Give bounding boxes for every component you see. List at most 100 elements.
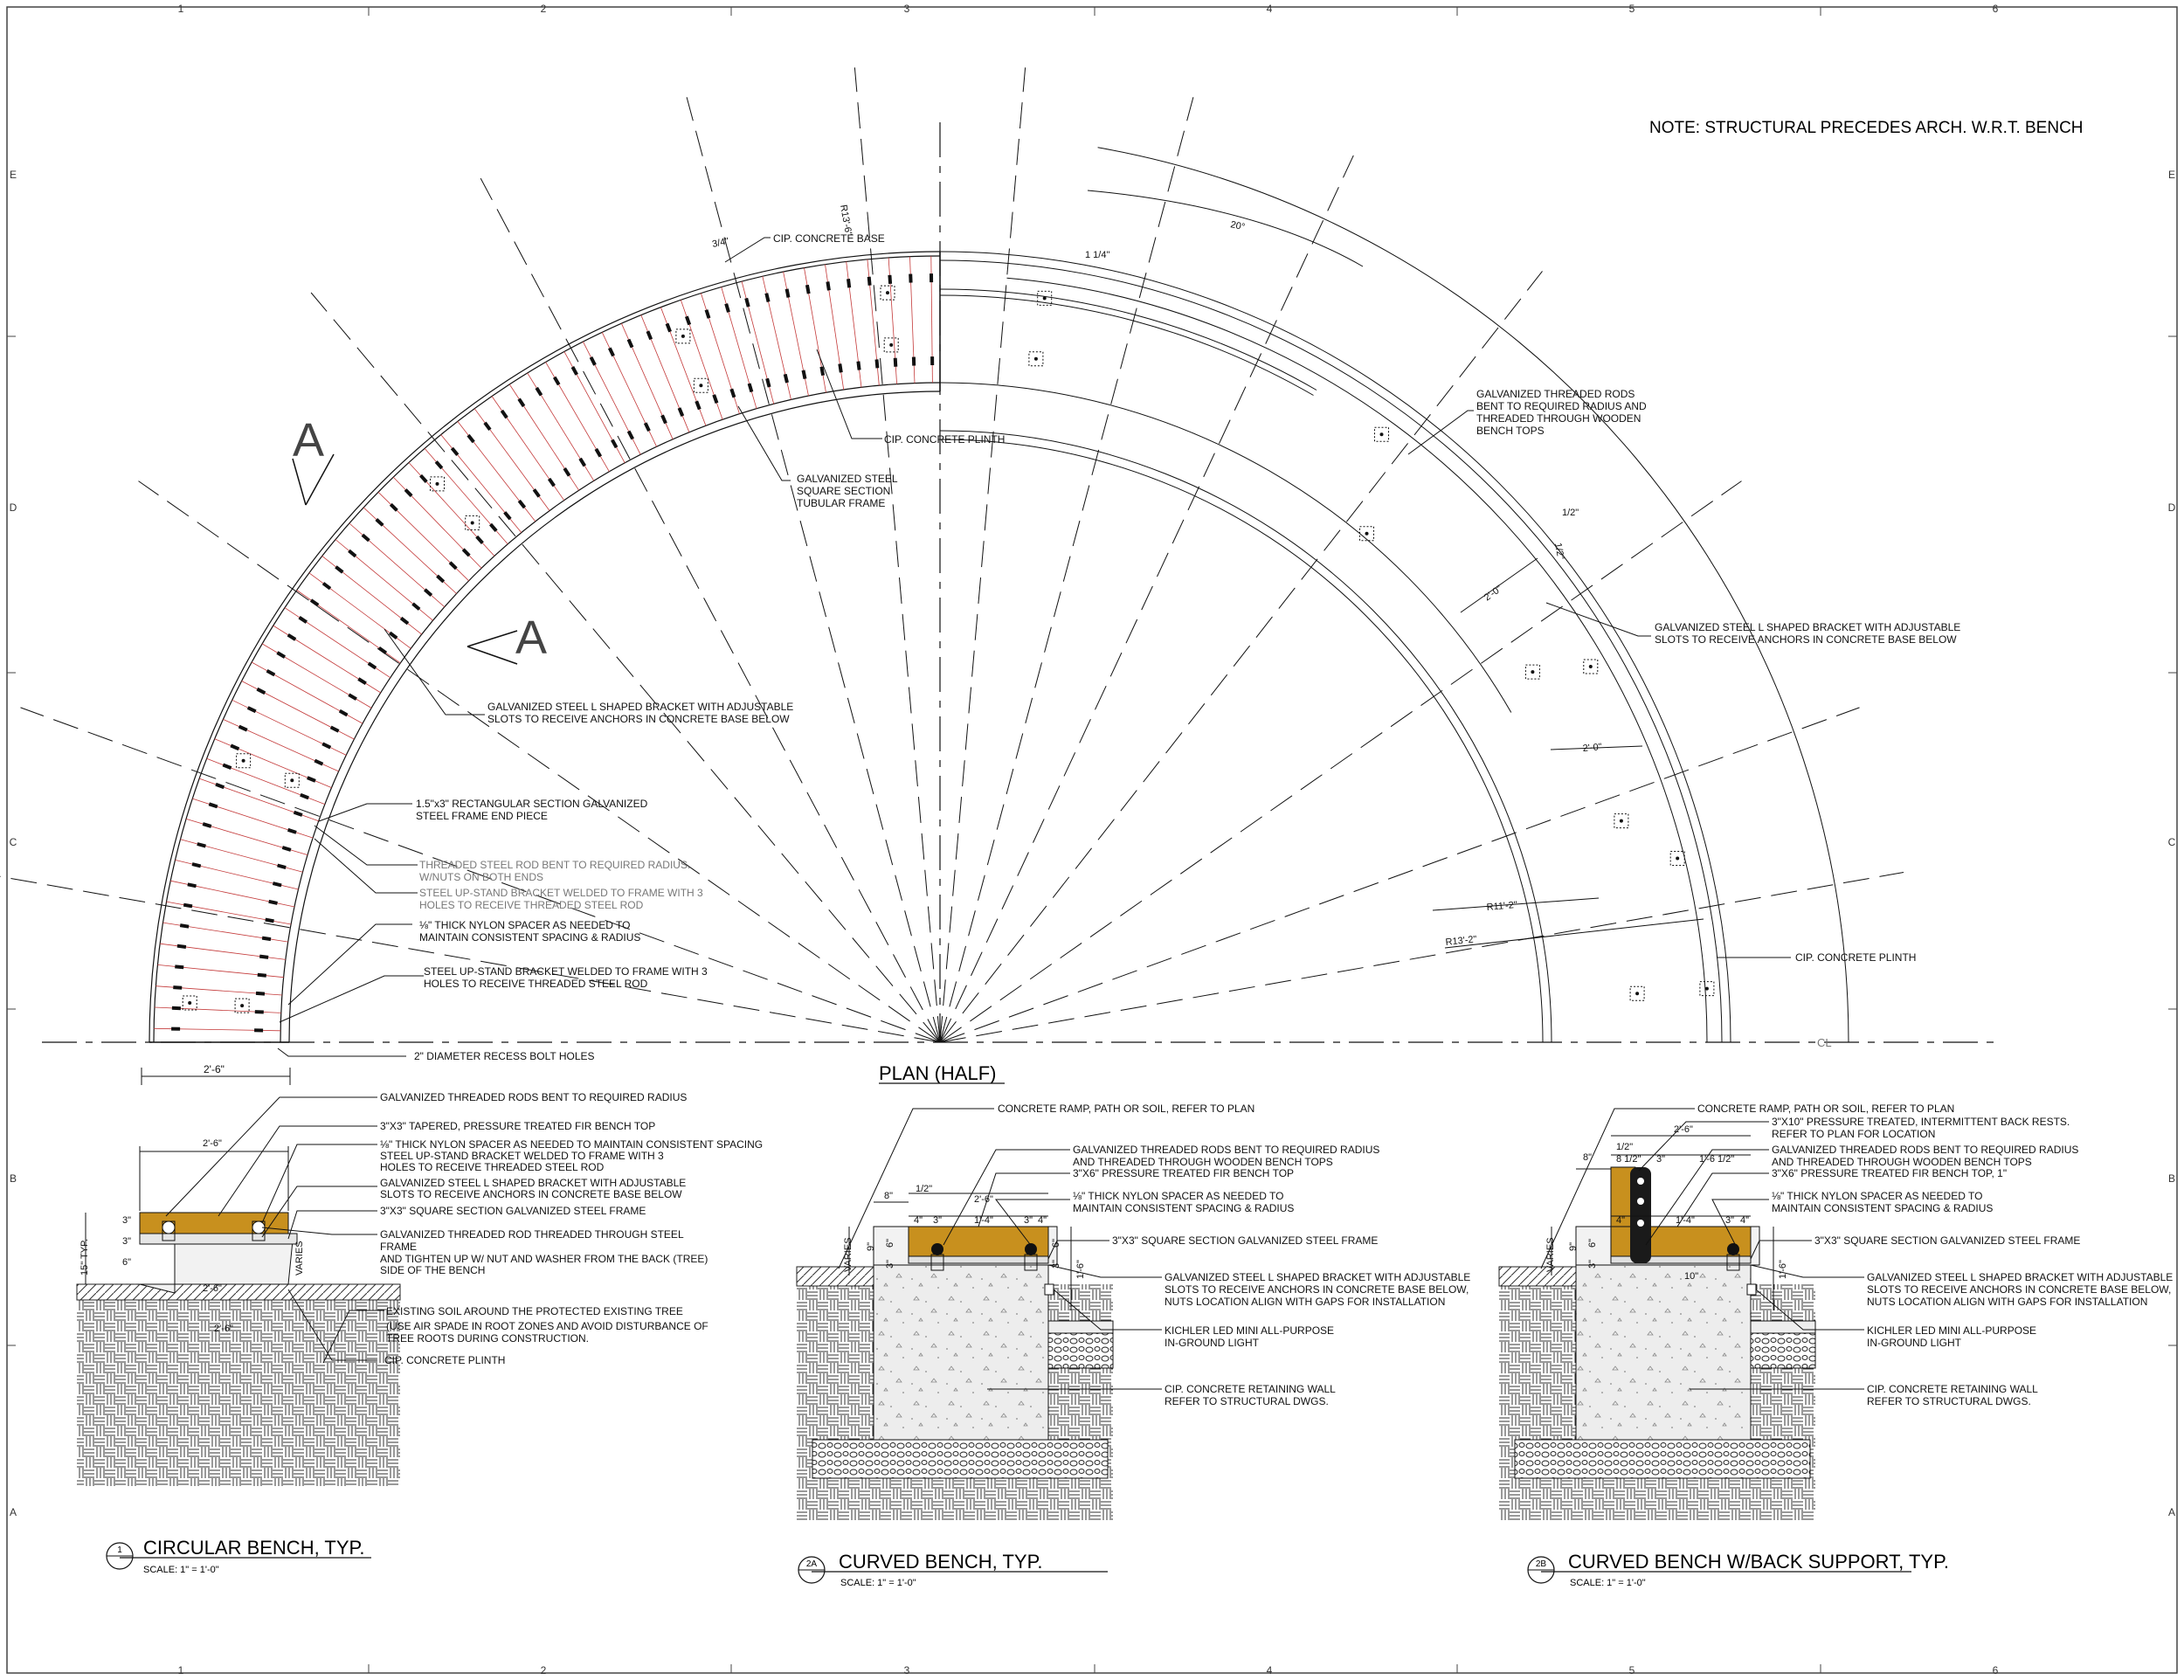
bench-rod-mark <box>230 743 240 751</box>
d1-title: CIRCULAR BENCH, TYP. <box>143 1537 364 1559</box>
anchor-bolt <box>1042 296 1047 301</box>
bench-rod-mark <box>419 474 428 483</box>
sheet-border <box>6 6 2178 1674</box>
d2b-dim-8: 8" <box>1583 1152 1592 1163</box>
bench-rod-mark <box>744 297 750 308</box>
bench-arc <box>149 251 941 1043</box>
anchor-bolt <box>470 521 474 525</box>
detail-1-bracket-b <box>252 1220 266 1241</box>
d1-dim-w2: 2'-6" <box>203 1283 222 1294</box>
d2b-dim-4: 4" <box>1616 1215 1625 1226</box>
d2b-back-bracket <box>1630 1167 1651 1263</box>
detail-2b-title-block: 2B CURVED BENCH W/BACK SUPPORT, TYP. SCA… <box>1527 1551 1949 1588</box>
d2b-note-7c: NUTS LOCATION ALIGN WITH GAPS FOR INSTAL… <box>1867 1296 2147 1308</box>
radial-guide-line <box>939 872 1904 1043</box>
bench-rod-mark <box>503 511 512 521</box>
dim-r-outer: R13'-2" <box>1445 934 1477 948</box>
bench-rod-mark <box>461 548 471 557</box>
d1-dim-3b: 3" <box>122 1236 131 1247</box>
grid-row-a: A <box>10 1506 17 1518</box>
bench-arc <box>939 439 1544 1043</box>
d2a-dim-3d: 3" <box>1051 1260 1061 1269</box>
bench-arc <box>939 251 1731 1043</box>
d2b-dim-w812: 8 1/2" <box>1616 1154 1641 1165</box>
d1-note-5b: SLOTS TO RECEIVE ANCHORS IN CONCRETE BAS… <box>380 1188 682 1200</box>
grid-col-4: 4 <box>1267 3 1273 15</box>
grid-col-3-bottom: 3 <box>904 1664 910 1677</box>
d2a-dim-3c: 3" <box>885 1260 895 1269</box>
grid-col-1: 1 <box>178 3 184 15</box>
anchor-bolt <box>241 758 245 763</box>
grid-labels: 1 2 3 4 5 6 1 2 3 4 5 6 E D C B A E D C … <box>10 3 2176 1677</box>
grid-col-3: 3 <box>904 3 910 15</box>
bench-rod-mark <box>801 370 807 379</box>
bench-rod-mark <box>202 822 212 828</box>
d2b-light <box>1746 1283 1757 1296</box>
bench-rod-mark <box>375 518 384 527</box>
bench-rod-mark <box>626 338 634 349</box>
bench-rod-mark <box>594 447 603 458</box>
bench-rod-mark <box>611 439 619 449</box>
grid-col-6-bottom: 6 <box>1993 1664 1999 1677</box>
general-note: NOTE: STRUCTURAL PRECEDES ARCH. W.R.T. B… <box>1649 119 2084 137</box>
callout-tubular-1: GALVANIZED STEEL <box>797 473 898 485</box>
bench-arcs <box>149 147 1849 1043</box>
anchor-box <box>1359 526 1374 542</box>
d2a-note-6c: NUTS LOCATION ALIGN WITH GAPS FOR INSTAL… <box>1165 1296 1445 1308</box>
radial-guide-line <box>939 67 1026 1043</box>
d2a-title: CURVED BENCH, TYP. <box>839 1551 1043 1573</box>
d2b-gravel-top <box>1750 1332 1816 1369</box>
bench-rod-mark <box>552 376 561 386</box>
bench-rod-mark <box>704 309 711 319</box>
d1-note-6: 3"X3" SQUARE SECTION GALVANIZED STEEL FR… <box>380 1205 646 1217</box>
bench-rod-mark <box>685 315 692 326</box>
anchor-box <box>1037 290 1053 306</box>
bench-rod-mark <box>819 366 826 377</box>
bench-rod-mark <box>838 363 843 373</box>
d2b-note-5b: MAINTAIN CONSISTENT SPACING & RADIUS <box>1772 1202 1993 1214</box>
bench-rod-mark <box>338 709 349 717</box>
bench-rod-mark <box>805 284 811 294</box>
bench-rod-mark <box>293 810 303 817</box>
bench-rod-mark <box>488 522 498 533</box>
d1-dim-w3: 2'-6" <box>214 1324 233 1334</box>
anchor-box <box>182 995 197 1011</box>
section-marker <box>292 453 518 665</box>
anchor-box <box>236 753 252 769</box>
grid-col-2: 2 <box>541 3 547 15</box>
bench-arc <box>939 382 1512 713</box>
d2a-dim-varies: VARIES <box>843 1237 854 1272</box>
d1-note-7a: GALVANIZED THREADED ROD THREADED THROUGH… <box>380 1228 684 1241</box>
d1-note-2: 3"X3" TAPERED, PRESSURE TREATED FIR BENC… <box>380 1120 655 1132</box>
d2a-leaders <box>838 1108 1162 1390</box>
anchor-box <box>880 285 895 301</box>
detail-2b-section: 8" 1/2" 2'-6" 8 1/2" 3" 1'-6 1/2" 4" 1'-… <box>1498 1103 2173 1520</box>
bench-rod-mark <box>348 693 357 701</box>
d2a-note-4b: MAINTAIN CONSISTENT SPACING & RADIUS <box>1073 1202 1294 1214</box>
radial-guide-line <box>854 67 941 1043</box>
bench-arc <box>939 294 1314 396</box>
d1-note-5a: GALVANIZED STEEL L SHAPED BRACKET WITH A… <box>380 1177 686 1189</box>
plan-dimension-lines <box>141 190 1791 1085</box>
radial-guide-line <box>686 97 941 1043</box>
bench-rod-mark <box>695 400 702 411</box>
bench-rod-mark <box>532 488 541 498</box>
bench-rod-mark <box>357 677 367 685</box>
callout-upstand-a-1: STEEL UP-STAND BRACKET WELDED TO FRAME W… <box>419 887 703 899</box>
callout-rod-2: W/NUTS ON BOTH ENDS <box>419 871 543 883</box>
bench-rod-mark <box>329 725 340 733</box>
dim-three-quarter: 3/4" <box>711 236 729 250</box>
d2a-dim-4b: 4" <box>1038 1215 1047 1226</box>
d2b-note-3a: GALVANIZED THREADED RODS BENT TO REQUIRE… <box>1772 1144 2078 1156</box>
d1-note-7b: FRAME <box>380 1241 417 1253</box>
callout-bracket-left-1: GALVANIZED STEEL L SHAPED BRACKET WITH A… <box>487 701 793 713</box>
bench-rod-mark <box>888 274 893 285</box>
d2b-dim-4b: 4" <box>1740 1215 1749 1226</box>
bench-rod-mark <box>287 827 297 834</box>
detail-1-plinth <box>139 1240 294 1294</box>
d1-scale: SCALE: 1" = 1'-0" <box>143 1565 219 1575</box>
d1-note-9: CIP. CONCRETE PLINTH <box>384 1354 505 1366</box>
bench-rod-mark <box>893 357 898 367</box>
d1-note-3: ⅛" THICK NYLON SPACER AS NEEDED TO MAINT… <box>380 1138 763 1151</box>
bench-rod-mark <box>287 633 297 641</box>
